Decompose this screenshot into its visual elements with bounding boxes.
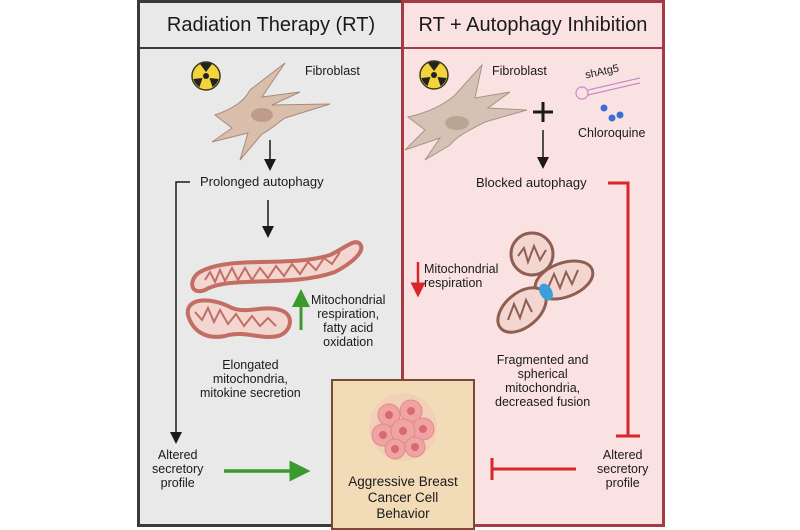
cancer-cell-cluster-icon bbox=[369, 393, 437, 461]
left-panel-title: Radiation Therapy (RT) bbox=[140, 3, 402, 49]
chloroquine-label: Chloroquine bbox=[578, 126, 646, 140]
prolonged-autophagy-label: Prolonged autophagy bbox=[200, 174, 324, 189]
right-panel-title: RT + Autophagy Inhibition bbox=[404, 3, 662, 49]
fibroblast-label-left: Fibroblast bbox=[305, 64, 360, 78]
fibroblast-label-right: Fibroblast bbox=[492, 64, 547, 78]
blocked-autophagy-label: Blocked autophagy bbox=[476, 175, 587, 190]
